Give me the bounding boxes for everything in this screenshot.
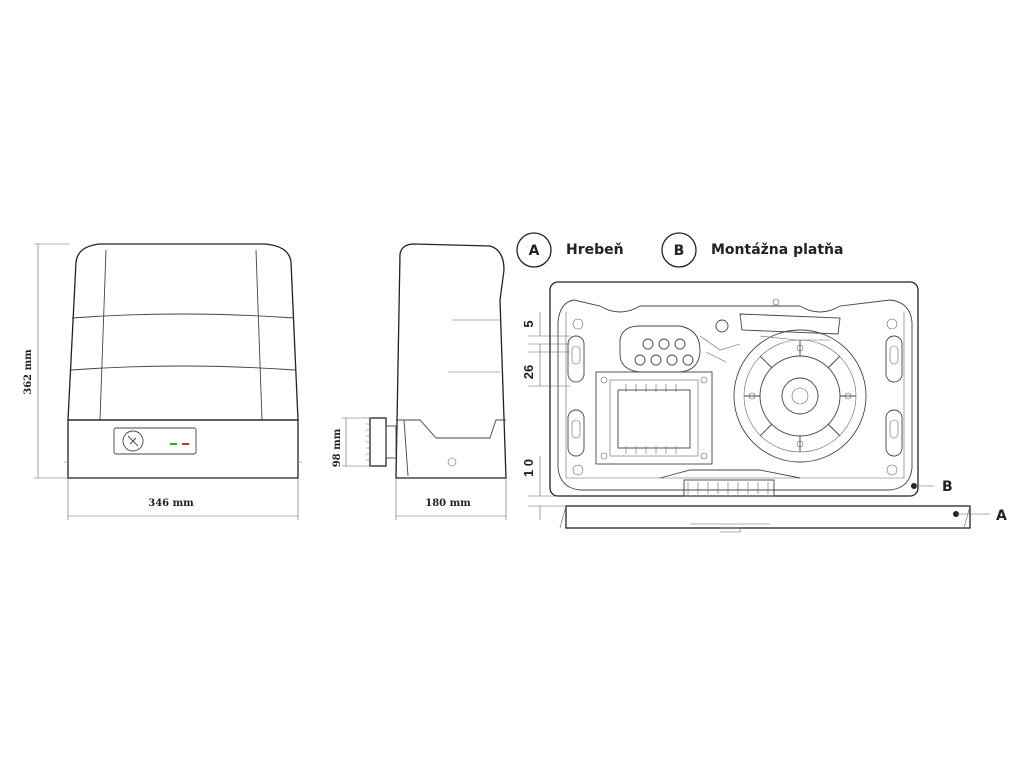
side-view: 98 mm 180 mm bbox=[332, 243, 507, 520]
legend-b-marker bbox=[661, 232, 697, 268]
callout-a: A bbox=[996, 508, 1007, 524]
legend-a-label: Hrebeň bbox=[566, 242, 624, 258]
width-dimension: 346 mm bbox=[148, 498, 194, 509]
legend-b-letter: B bbox=[674, 243, 685, 259]
plan-view: 5 26 1 0 B A bbox=[521, 281, 1007, 533]
rack-interface bbox=[659, 469, 801, 497]
offset-26-dimension: 26 bbox=[521, 365, 536, 379]
legend-a-letter: A bbox=[529, 243, 540, 259]
red-led bbox=[182, 443, 189, 445]
front-view: 362 mm 346 mm bbox=[23, 243, 302, 520]
height-dimension: 362 mm bbox=[23, 349, 34, 395]
legend: A Hrebeň B Montážna platňa bbox=[516, 232, 843, 268]
green-led bbox=[170, 443, 177, 445]
motor-gearbox bbox=[733, 329, 867, 463]
depth-dimension: 180 mm bbox=[425, 498, 471, 509]
pinion-gear bbox=[369, 417, 387, 467]
offset-dimensions: 5 26 1 0 bbox=[521, 312, 570, 520]
offset-10-dimension: 1 0 bbox=[521, 459, 536, 477]
offset-5-dimension: 5 bbox=[521, 320, 536, 327]
limit-switch-assembly bbox=[699, 298, 841, 363]
callout-b: B bbox=[942, 479, 953, 495]
key-lock-icon bbox=[122, 430, 144, 452]
transformer bbox=[595, 371, 713, 465]
legend-a-marker bbox=[516, 232, 552, 268]
rack-bar bbox=[565, 505, 971, 529]
rack-height-dimension: 98 mm bbox=[332, 428, 343, 467]
terminal-block bbox=[619, 325, 701, 373]
mounting-slots bbox=[567, 318, 903, 476]
legend-b-label: Montážna platňa bbox=[711, 242, 843, 258]
